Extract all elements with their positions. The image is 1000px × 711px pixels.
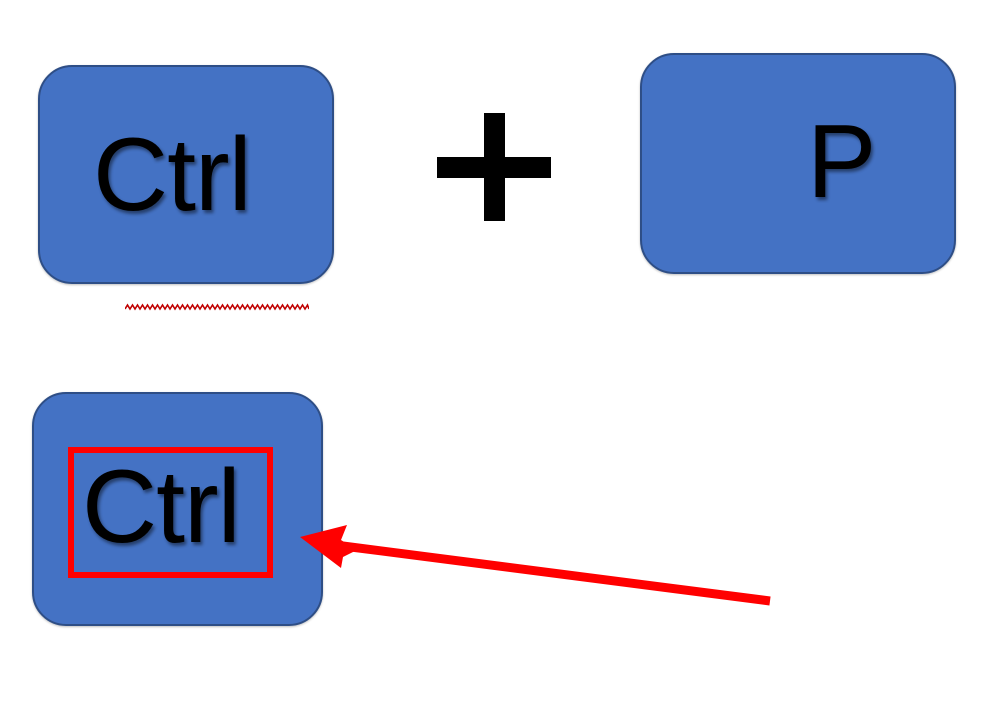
key-label-p: P <box>807 104 877 220</box>
spellcheck-underline-top <box>125 303 309 311</box>
key-ctrl-bottom[interactable] <box>32 392 323 626</box>
key-ctrl-top[interactable] <box>38 65 334 311</box>
highlight-rectangle-annotation <box>68 447 273 578</box>
plus-sign-icon <box>437 113 551 221</box>
key-p[interactable] <box>640 53 956 274</box>
plus-vertical-bar <box>484 113 505 221</box>
key-label-ctrl-bottom: Ctrl <box>82 449 241 565</box>
arrow-annotation <box>300 525 771 606</box>
key-label-ctrl-top: Ctrl <box>93 117 252 233</box>
arrow-shaft <box>342 541 771 606</box>
